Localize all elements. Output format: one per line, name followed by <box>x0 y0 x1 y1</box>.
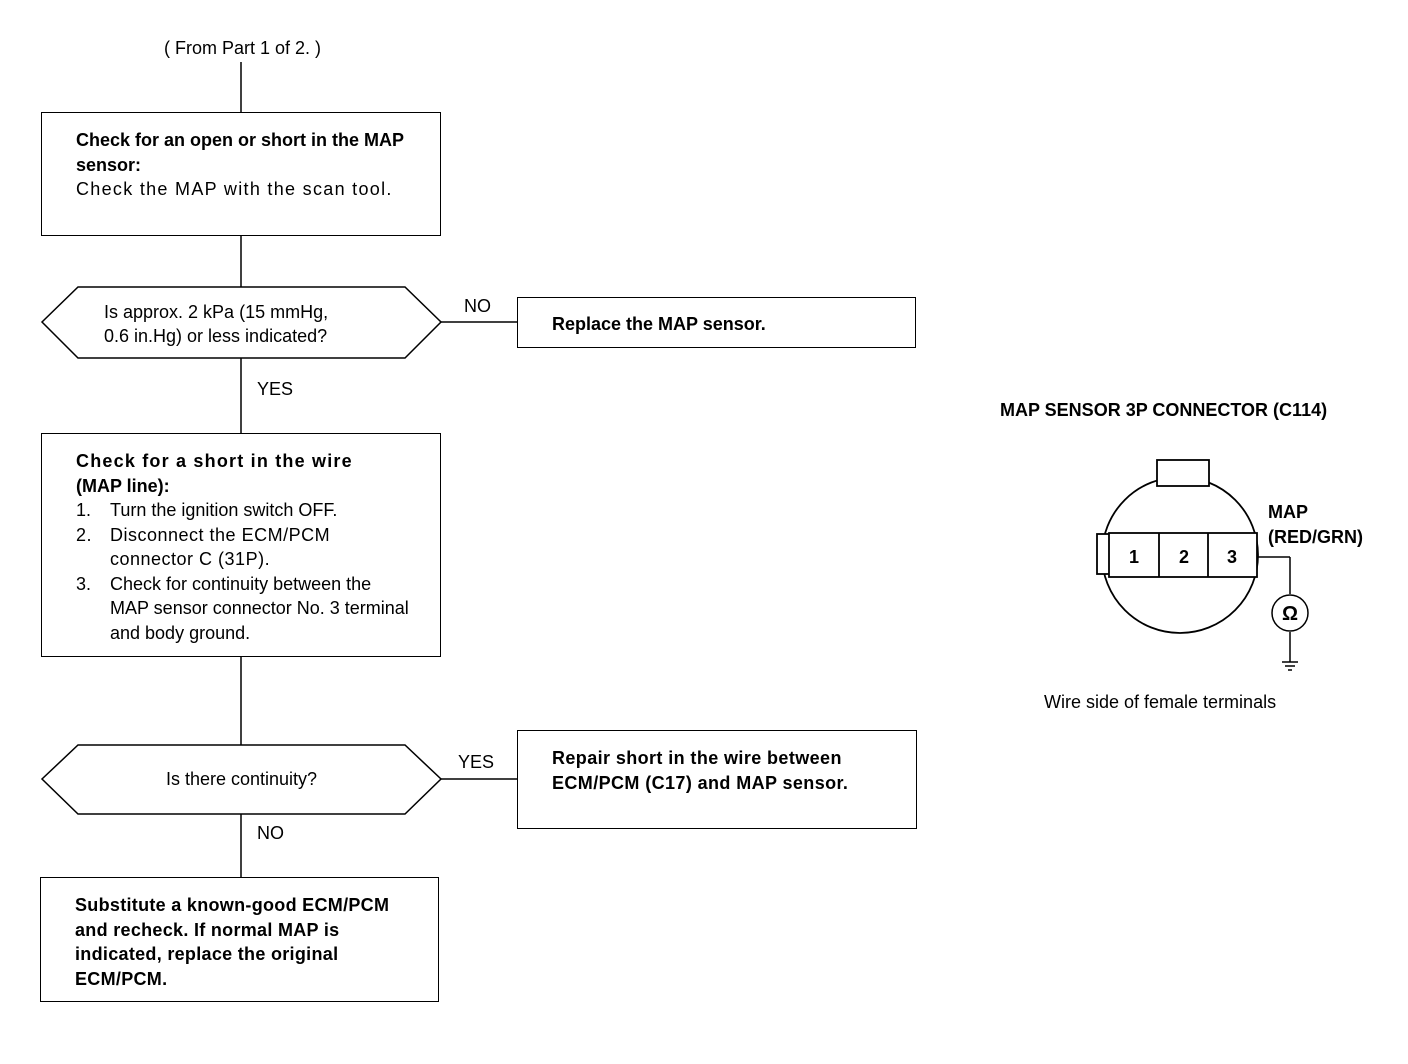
decision2-question: Is there continuity? <box>165 769 318 789</box>
repair-short-box: Repair short in the wire between ECM/PCM… <box>517 730 917 829</box>
decision1-no-label: NO <box>464 296 491 316</box>
decision1-question: Is approx. 2 kPa (15 mmHg, 0.6 in.Hg) or… <box>104 302 329 346</box>
step2-box: Check for a short in the wire (MAP line)… <box>41 433 441 657</box>
step1-box: Check for an open or short in the MAP se… <box>41 112 441 236</box>
step2-item: 3.Check for continuity between the MAP s… <box>76 573 409 643</box>
decision1-shape <box>40 286 443 359</box>
from-part1-label: ( From Part 1 of 2. ) <box>164 38 322 58</box>
connector-drawing: 1 2 3 Ω <box>1096 459 1309 671</box>
replace-map-sensor-box: Replace the MAP sensor. <box>517 297 916 348</box>
step2-list: 1.Turn the ignition switch OFF. 2.Discon… <box>76 498 410 645</box>
connector-caption: Wire side of female terminals <box>1044 692 1277 712</box>
decision2-yes-label: YES <box>458 752 495 772</box>
decision2-no-label: NO <box>257 823 284 843</box>
ohmmeter-omega: Ω <box>1282 603 1298 625</box>
terminal-1-label: 1 <box>1129 547 1139 567</box>
decision1-yes-label: YES <box>257 379 294 399</box>
terminal-2-label: 2 <box>1179 547 1189 567</box>
connector-title: MAP SENSOR 3P CONNECTOR (C114) <box>1000 400 1328 420</box>
step2-item: 2.Disconnect the ECM/PCM connector C (31… <box>76 524 331 570</box>
terminal-3-label: 3 <box>1227 547 1237 567</box>
step2-title-line1: Check for a short in the wire <box>76 451 353 471</box>
decision2-shape <box>40 744 443 815</box>
step1-body: Check the MAP with the scan tool. <box>76 179 393 199</box>
ohmmeter-symbol <box>1271 594 1309 632</box>
final-substitute-box: Substitute a known-good ECM/PCM and rech… <box>40 877 439 1002</box>
connector-terminal-block <box>1108 532 1258 578</box>
connector-lock-tab <box>1156 459 1210 487</box>
step2-title-line2: (MAP line): <box>76 475 170 496</box>
step1-title: Check for an open or short in the MAP se… <box>76 130 404 175</box>
step2-item: 1.Turn the ignition switch OFF. <box>76 500 338 520</box>
wire-color-label: MAP (RED/GRN) <box>1268 502 1363 547</box>
